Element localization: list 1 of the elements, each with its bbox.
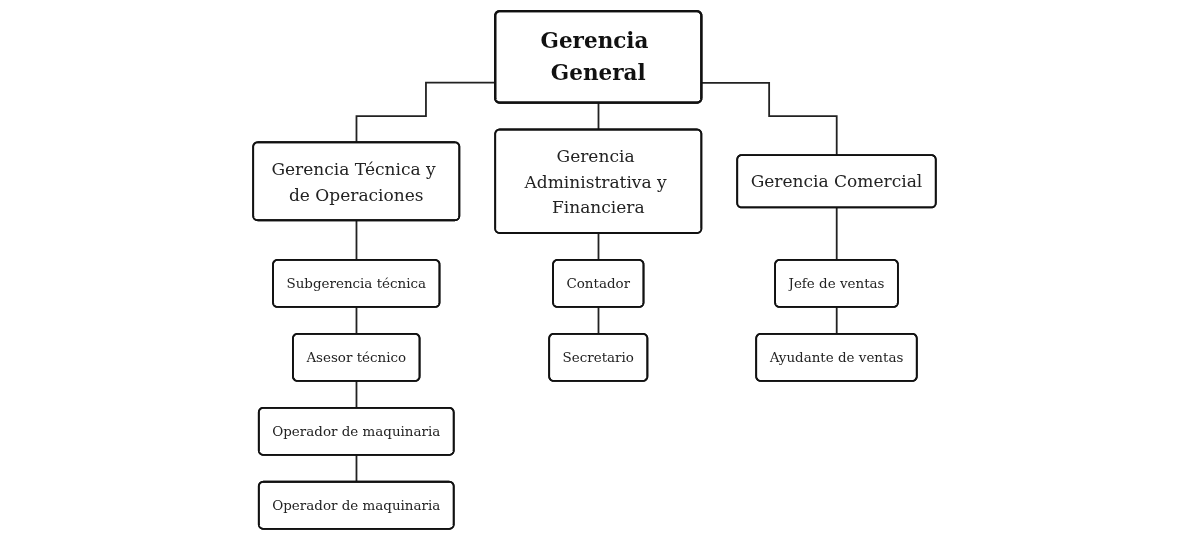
connector bbox=[597, 102, 600, 131]
